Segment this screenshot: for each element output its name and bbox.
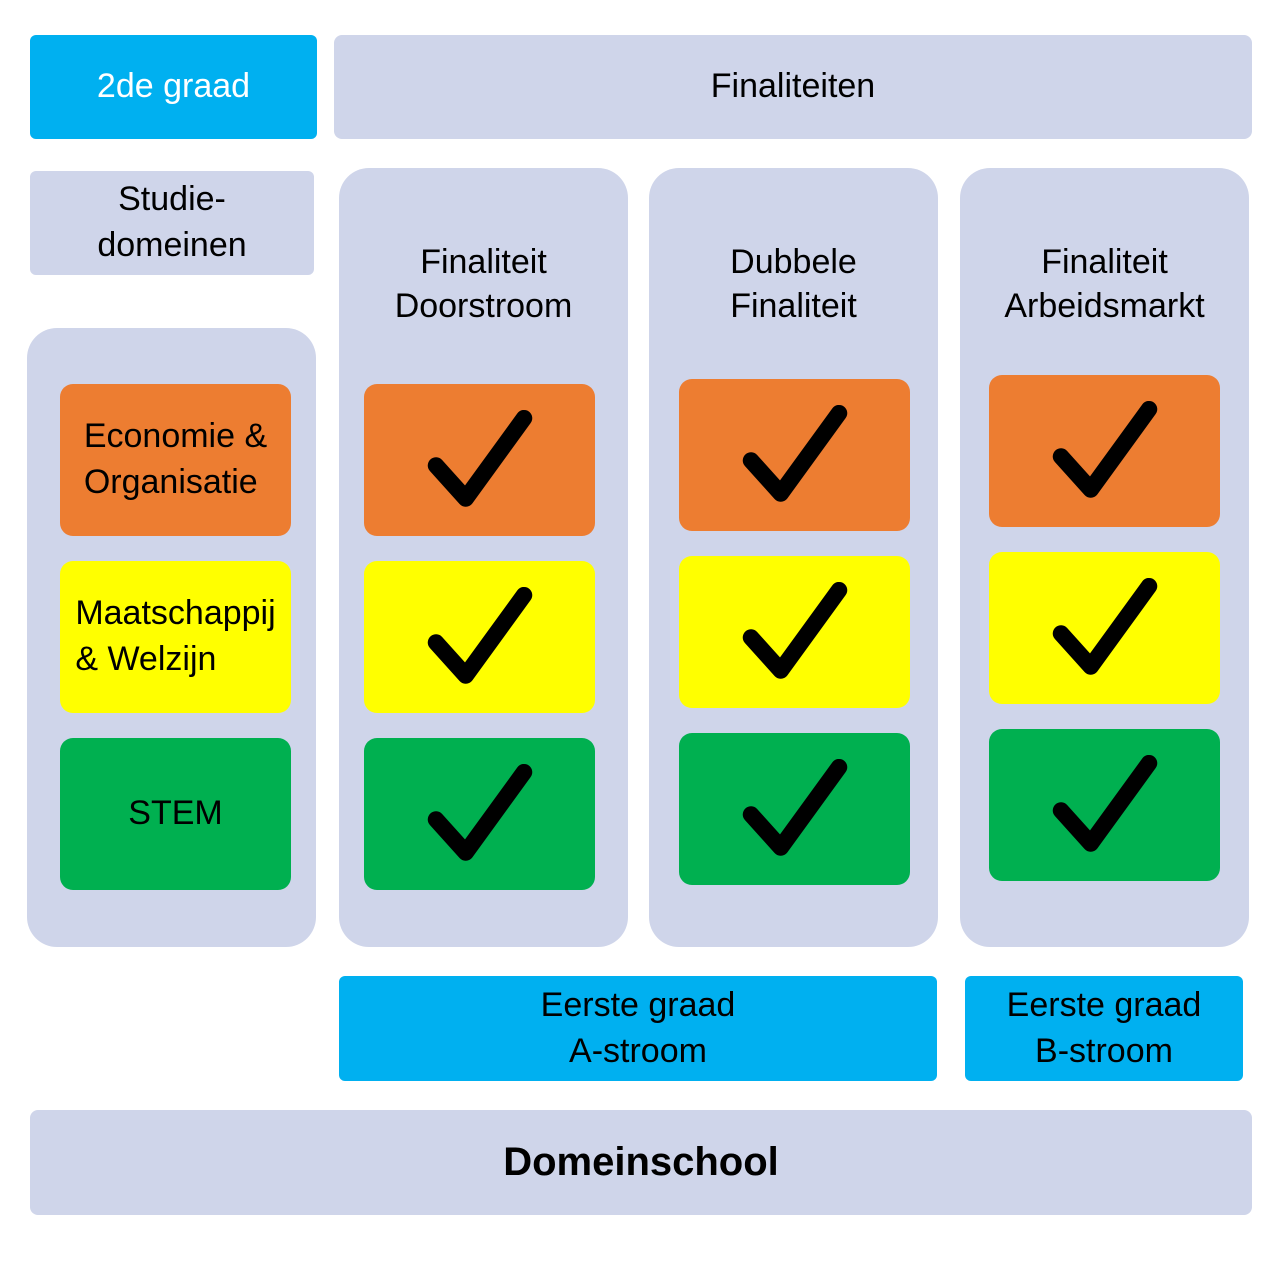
column-title: Dubbele Finaliteit <box>730 243 857 326</box>
checkmark-icon <box>427 763 532 861</box>
checkmark-icon <box>742 404 847 502</box>
checkmark-icon <box>1052 754 1157 852</box>
checkmark-icon <box>1052 400 1157 498</box>
domeinschool-label: Domeinschool <box>503 1140 779 1184</box>
check-cell <box>364 738 595 890</box>
eerste-graad-a-stroom-box: Eerste graad A-stroom <box>339 976 937 1081</box>
check-cell <box>679 733 910 885</box>
check-cell <box>989 729 1220 881</box>
a-stroom-label: Eerste graad A-stroom <box>540 985 736 1070</box>
domain-label: Economie & Organisatie <box>83 417 268 501</box>
grade-label-box: 2de graad <box>30 35 317 139</box>
domeinschool-bar: Domeinschool <box>30 1110 1252 1215</box>
check-cell <box>989 552 1220 704</box>
domain-label: Maatschappij & Welzijn <box>75 594 276 678</box>
domain-label: STEM <box>128 794 223 833</box>
checkmark-icon <box>427 586 532 684</box>
finaliteiten-label: Finaliteiten <box>710 67 876 106</box>
check-cell <box>364 561 595 713</box>
domain-maatschappij-welzijn: Maatschappij & Welzijn <box>60 561 291 713</box>
grade-label: 2de graad <box>96 67 251 106</box>
checkmark-icon <box>427 409 532 507</box>
studiedomeinen-label: Studie- domeinen <box>97 180 247 264</box>
b-stroom-label: Eerste graad B-stroom <box>1006 985 1202 1070</box>
finaliteiten-header: Finaliteiten <box>334 35 1252 139</box>
check-cell <box>364 384 595 536</box>
check-cell <box>679 556 910 708</box>
domain-stem: STEM <box>60 738 291 890</box>
domain-economie-organisatie: Economie & Organisatie <box>60 384 291 536</box>
check-cell <box>989 375 1220 527</box>
column-title: Finaliteit Arbeidsmarkt <box>1004 243 1205 326</box>
column-title: Finaliteit Doorstroom <box>394 243 573 326</box>
check-cell <box>679 379 910 531</box>
eerste-graad-b-stroom-box: Eerste graad B-stroom <box>965 976 1243 1081</box>
checkmark-icon <box>742 581 847 679</box>
studiedomeinen-box: Studie- domeinen <box>30 171 314 275</box>
checkmark-icon <box>742 758 847 856</box>
checkmark-icon <box>1052 577 1157 675</box>
